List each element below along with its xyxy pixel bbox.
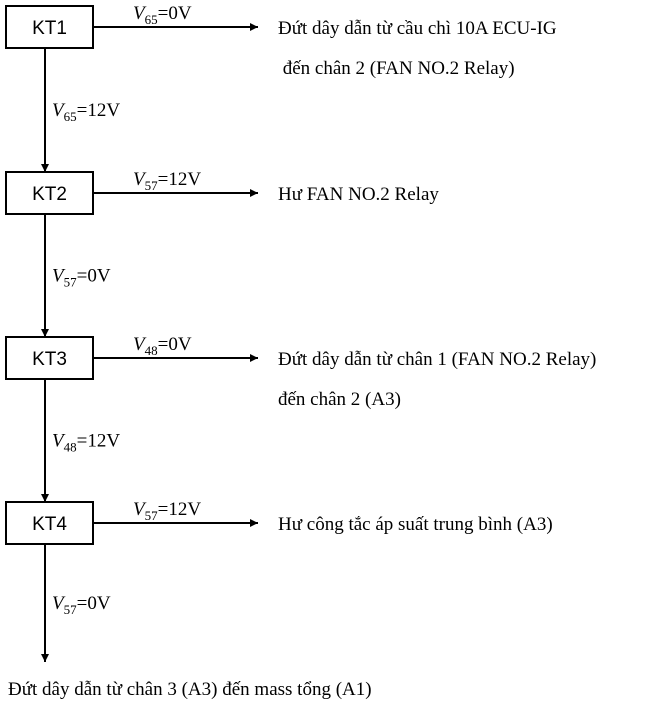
kt1-fault-text: Đứt dây dẫn từ cầu chì 10A ECU-IG bbox=[278, 18, 557, 39]
kt1-label: KT1 bbox=[32, 18, 67, 39]
kt3-pass-condition: V48=12V bbox=[52, 431, 120, 455]
kt3-fail-condition: V48=0V bbox=[133, 334, 192, 358]
kt4-fail-condition: V57=12V bbox=[133, 499, 201, 523]
kt4-box bbox=[5, 501, 94, 545]
kt2-fail-condition: V57=12V bbox=[133, 169, 201, 193]
kt4-pass-condition: V57=0V bbox=[52, 593, 111, 617]
kt1-pass-condition: V65=12V bbox=[52, 100, 120, 124]
kt3-label: KT3 bbox=[32, 349, 67, 370]
kt4-fault-text: Hư công tắc áp suất trung bình (A3) bbox=[278, 514, 553, 535]
kt3-fault-text: đến chân 2 (A3) bbox=[278, 389, 401, 410]
kt3-fault-text: Đứt dây dẫn từ chân 1 (FAN NO.2 Relay) bbox=[278, 349, 596, 370]
kt1-fault-text: đến chân 2 (FAN NO.2 Relay) bbox=[278, 58, 515, 79]
kt2-pass-condition: V57=0V bbox=[52, 266, 111, 290]
kt3-box bbox=[5, 336, 94, 380]
kt2-fault-text: Hư FAN NO.2 Relay bbox=[278, 184, 439, 205]
kt1-box bbox=[5, 5, 94, 49]
kt4-label: KT4 bbox=[32, 514, 67, 535]
final-fault-text: Đứt dây dẫn từ chân 3 (A3) đến mass tổng… bbox=[8, 679, 372, 700]
kt2-label: KT2 bbox=[32, 184, 67, 205]
kt1-fail-condition: V65=0V bbox=[133, 3, 192, 27]
